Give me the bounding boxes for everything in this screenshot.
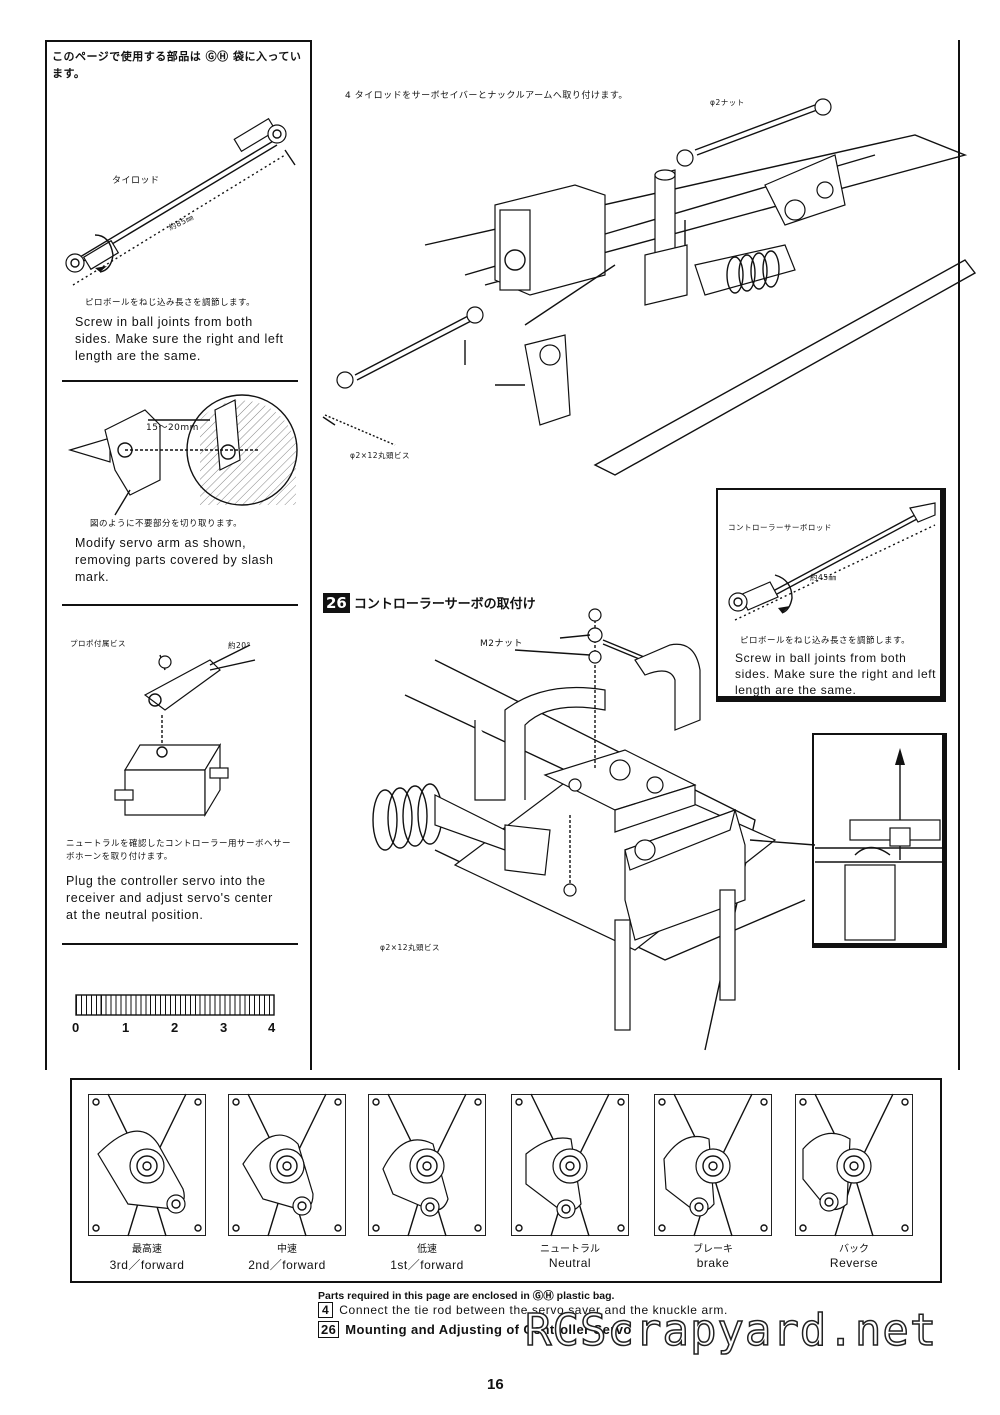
position-label-jp: バック xyxy=(839,1244,869,1255)
ruler-label: 0 xyxy=(72,1020,80,1035)
ruler-label: 2 xyxy=(171,1020,179,1035)
divider-1 xyxy=(62,380,298,382)
servo-arm-caption-jp: 図のように不要部分を切り取ります。 xyxy=(90,519,243,529)
step-4-badge: 4 xyxy=(318,1302,334,1318)
position-label-jp: ニュートラル xyxy=(540,1244,600,1255)
front-suspension-drawing xyxy=(322,98,977,476)
ruler-label: 4 xyxy=(268,1020,276,1035)
servo-arm-dim: 15～20mm xyxy=(146,423,199,433)
position-panel xyxy=(368,1094,486,1236)
position-label-jp: ブレーキ xyxy=(693,1244,733,1255)
position-label-jp: 最高速 xyxy=(132,1244,162,1255)
position-panel xyxy=(795,1094,913,1236)
step-4-screw-label: φ2×12丸頭ビス xyxy=(350,451,411,460)
position-panel xyxy=(228,1094,346,1236)
divider-3 xyxy=(62,943,298,945)
position-drawings xyxy=(92,1093,909,1237)
position-panel xyxy=(654,1094,772,1236)
step-4-nut-label: φ2ナット xyxy=(710,98,745,107)
position-label-jp: 低速 xyxy=(417,1244,437,1255)
detail-inset-drawing xyxy=(815,748,945,941)
position-label-en: 3rd／forward xyxy=(109,1258,185,1272)
detail-inset-box xyxy=(812,733,947,948)
tie-rod-caption-jp: ピロボールをねじ込み長さを調節します。 xyxy=(85,298,256,308)
position-label-jp: 中速 xyxy=(277,1244,297,1255)
servo-caption-jp: ニュートラルを確認したコントローラー用サーボへサーボホーンを取り付けます。 xyxy=(66,839,292,862)
spring-boot xyxy=(726,250,780,294)
step-26-badge: 26 xyxy=(323,593,350,613)
step-26-text: Mounting and Adjusting of Controller Ser… xyxy=(345,1322,632,1337)
step-26-instruction: 26 Mounting and Adjusting of Controller S… xyxy=(318,1321,632,1338)
tie-rod-label: タイロッド xyxy=(112,176,160,186)
servo-arm-drawing xyxy=(67,394,298,516)
rod-label: コントローラーサーボロッド xyxy=(728,523,832,532)
position-label-en: Reverse xyxy=(829,1256,879,1270)
left-column-frame xyxy=(45,40,47,1070)
step-26-nut-label: M2ナット xyxy=(480,639,523,649)
tie-rod-caption-en: Screw in ball joints from both sides. Ma… xyxy=(75,315,284,363)
position-label-en: brake xyxy=(696,1256,730,1270)
step-4-title: 4 タイロッドをサーボセイバーとナックルアームへ取り付けます。 xyxy=(345,91,628,101)
servo-horn-drawing xyxy=(114,644,256,818)
ruler-label: 3 xyxy=(220,1020,228,1035)
top-border xyxy=(45,40,310,42)
rod-length: 約45㎜ xyxy=(810,573,837,582)
column-divider xyxy=(310,40,312,1070)
step-4-instruction: 4 Connect the tie rod between the servo s… xyxy=(318,1302,728,1318)
ruler-label: 1 xyxy=(122,1020,130,1035)
step-4-text: Connect the tie rod between the servo sa… xyxy=(339,1303,728,1317)
position-panel xyxy=(88,1094,206,1236)
servo-angle-label: 約20° xyxy=(228,641,251,650)
position-label-en: Neutral xyxy=(548,1256,592,1270)
page-number: 16 xyxy=(487,1376,504,1393)
right-border xyxy=(958,40,960,1070)
tie-rod-drawing xyxy=(65,117,296,286)
parts-note-jp: このページで使用する部品は ⒼⒽ 袋に入っています。 xyxy=(52,50,302,80)
servo-caption-en: Plug the controller servo into the recei… xyxy=(66,874,273,922)
step-26-footer-badge: 26 xyxy=(318,1321,340,1338)
parts-note-en: Parts required in this page are enclosed… xyxy=(318,1290,615,1302)
spring xyxy=(372,783,443,851)
step-26-screw-label: φ2×12丸頭ビス xyxy=(380,943,441,952)
servo-arm-caption-en: Modify servo arm as shown, removing part… xyxy=(75,536,274,584)
divider-2 xyxy=(62,604,298,606)
position-label-en: 2nd／forward xyxy=(248,1258,326,1272)
position-label-en: 1st／forward xyxy=(390,1258,464,1272)
watermark: RCScrapyard.net xyxy=(524,1304,938,1357)
position-panel xyxy=(511,1094,629,1236)
ruler-ticks xyxy=(76,995,274,1015)
throttle-positions-box: 最高速 3rd／forward 中速 2nd／forward 低速 1st／fo… xyxy=(70,1078,942,1283)
servo-screw-label: プロポ付属ビス xyxy=(70,639,126,648)
step-26-title: コントローラーサーボの取付け xyxy=(353,597,536,612)
rod-caption-jp: ピロボールをねじ込み長さを調節します。 xyxy=(740,636,911,646)
rod-caption-en: Screw in ball joints from both sides. Ma… xyxy=(735,651,937,697)
servo-mount-drawing xyxy=(372,608,816,1051)
servo-rod-drawing xyxy=(728,502,936,621)
